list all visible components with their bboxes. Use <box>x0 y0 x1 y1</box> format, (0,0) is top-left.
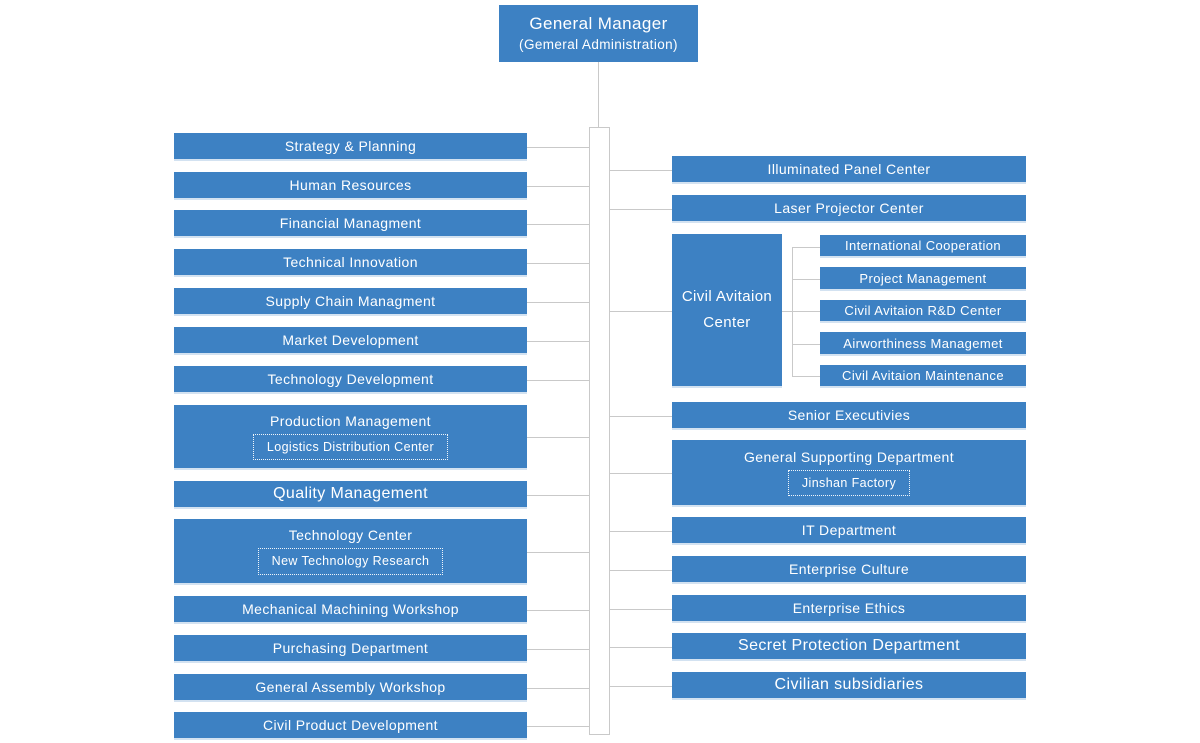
node-label: Civil Avitaion Center <box>681 287 773 331</box>
node-label: General Supporting Department <box>743 448 955 465</box>
connector-right <box>610 473 672 474</box>
node-civil-aviation-maintenance[interactable]: Civil Avitaion Maintenance <box>820 365 1026 388</box>
node-label: Supply Chain Managment <box>265 293 436 309</box>
connector-civil-aviation-stub <box>792 344 820 345</box>
node-enterprise-ethics[interactable]: Enterprise Ethics <box>672 595 1026 623</box>
connector-left <box>527 263 589 264</box>
node-label: Market Development <box>282 332 419 348</box>
connector-right <box>610 647 672 648</box>
node-financial-management[interactable]: Financial Managment <box>174 210 527 238</box>
node-airworthiness-management[interactable]: Airworthiness Managemet <box>820 332 1026 356</box>
node-label: IT Department <box>801 522 897 538</box>
node-technology-development[interactable]: Technology Development <box>174 366 527 394</box>
node-label: Technology Development <box>267 371 434 387</box>
connector-civil-aviation-stub <box>792 376 820 377</box>
node-label: Technical Innovation <box>283 254 418 270</box>
node-project-management[interactable]: Project Management <box>820 267 1026 291</box>
connector-left <box>527 610 589 611</box>
connector-left <box>527 552 589 553</box>
connector-top-vertical <box>598 62 599 127</box>
subnode-logistics-distribution-center[interactable]: Logistics Distribution Center <box>252 433 449 461</box>
subnode-new-technology-research[interactable]: New Technology Research <box>257 548 444 575</box>
node-senior-executives[interactable]: Senior Executivies <box>672 402 1026 430</box>
node-technology-center[interactable]: Technology Center New Technology Researc… <box>174 519 527 585</box>
connector-right <box>610 209 672 210</box>
node-secret-protection-department[interactable]: Secret Protection Department <box>672 633 1026 661</box>
node-label: Senior Executivies <box>787 407 911 423</box>
connector-left <box>527 649 589 650</box>
connector-right <box>610 531 672 532</box>
connector-civil-aviation-bus <box>792 247 793 377</box>
node-technical-innovation[interactable]: Technical Innovation <box>174 249 527 277</box>
node-label: Civilian subsidiaries <box>774 676 924 693</box>
node-civil-aviation-center[interactable]: Civil Avitaion Center <box>672 234 782 388</box>
node-label: Human Resources <box>289 177 412 193</box>
connector-civil-aviation-stub <box>792 247 820 248</box>
connector-left <box>527 380 589 381</box>
node-label: Quality Management <box>273 485 428 502</box>
node-production-management[interactable]: Production Management Logistics Distribu… <box>174 405 527 470</box>
node-label: Laser Projector Center <box>774 200 924 216</box>
node-international-cooperation[interactable]: International Cooperation <box>820 235 1026 258</box>
node-enterprise-culture[interactable]: Enterprise Culture <box>672 556 1026 584</box>
connector-left <box>527 437 589 438</box>
node-general-assembly-workshop[interactable]: General Assembly Workshop <box>174 674 527 702</box>
node-market-development[interactable]: Market Development <box>174 327 527 355</box>
node-label: Purchasing Department <box>272 640 429 656</box>
node-label: Mechanical Machining Workshop <box>242 601 459 617</box>
node-label: Production Management <box>270 412 431 429</box>
node-label: Secret Protection Department <box>738 637 960 654</box>
node-label: Civil Avitaion R&D Center <box>844 303 1002 318</box>
connector-left <box>527 302 589 303</box>
connector-right <box>610 416 672 417</box>
node-general-manager-subtitle: (Gemeral Administration) <box>519 37 678 53</box>
node-civilian-subsidiaries[interactable]: Civilian subsidiaries <box>672 672 1026 700</box>
connector-left <box>527 688 589 689</box>
node-civil-product-development[interactable]: Civil Product Development <box>174 712 527 740</box>
connector-left <box>527 495 589 496</box>
node-purchasing-department[interactable]: Purchasing Department <box>174 635 527 663</box>
connector-left <box>527 726 589 727</box>
node-label: Civil Avitaion Maintenance <box>842 368 1004 383</box>
connector-left <box>527 224 589 225</box>
connector-civil-aviation-stub <box>792 311 820 312</box>
node-label: Airworthiness Managemet <box>843 335 1003 351</box>
connector-right <box>610 609 672 610</box>
connector-left <box>527 147 589 148</box>
node-civil-aviation-rd-center[interactable]: Civil Avitaion R&D Center <box>820 300 1026 323</box>
node-label: International Cooperation <box>845 238 1001 253</box>
node-label: Illuminated Panel Center <box>767 161 931 177</box>
connector-right <box>610 170 672 171</box>
spine-box <box>589 127 610 735</box>
connector-civil-aviation-stem <box>782 311 792 312</box>
node-quality-management[interactable]: Quality Management <box>174 481 527 509</box>
node-label: Technology Center <box>288 527 413 544</box>
connector-left <box>527 341 589 342</box>
node-label: Enterprise Ethics <box>792 600 906 616</box>
node-label: Civil Product Development <box>263 717 438 733</box>
node-label: Strategy & Planning <box>284 138 417 154</box>
node-label: Enterprise Culture <box>788 561 910 577</box>
node-it-department[interactable]: IT Department <box>672 517 1026 545</box>
subnode-jinshan-factory[interactable]: Jinshan Factory <box>787 469 911 497</box>
connector-right <box>610 686 672 687</box>
node-label: Financial Managment <box>279 215 422 231</box>
node-laser-projector-center[interactable]: Laser Projector Center <box>672 195 1026 223</box>
node-label: Project Management <box>859 270 987 286</box>
node-general-manager[interactable]: General Manager (Gemeral Administration) <box>499 5 698 62</box>
node-label: General Assembly Workshop <box>255 679 446 695</box>
node-general-manager-title: General Manager <box>529 14 668 34</box>
connector-civil-aviation-stub <box>792 279 820 280</box>
connector-right <box>610 311 672 312</box>
connector-left <box>527 186 589 187</box>
connector-right <box>610 570 672 571</box>
node-strategy-planning[interactable]: Strategy & Planning <box>174 133 527 161</box>
node-human-resources[interactable]: Human Resources <box>174 172 527 200</box>
node-general-supporting-department[interactable]: General Supporting Department Jinshan Fa… <box>672 440 1026 507</box>
node-mechanical-machining-workshop[interactable]: Mechanical Machining Workshop <box>174 596 527 624</box>
node-illuminated-panel-center[interactable]: Illuminated Panel Center <box>672 156 1026 184</box>
node-supply-chain-management[interactable]: Supply Chain Managment <box>174 288 527 316</box>
